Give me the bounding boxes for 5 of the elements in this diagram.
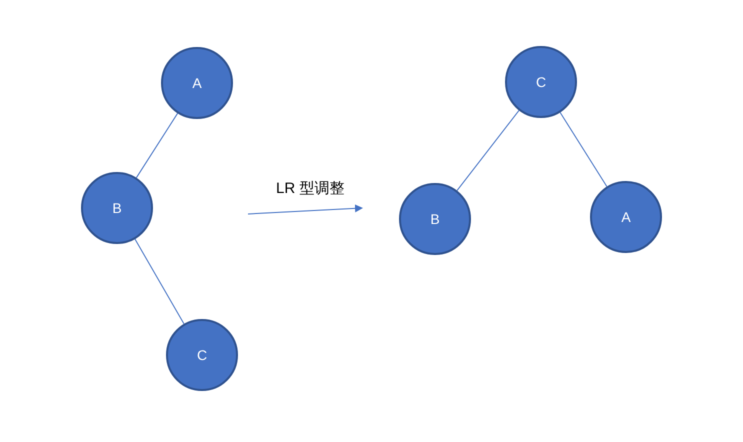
connector-line: [456, 110, 520, 192]
rotation-label: LR 型调整: [276, 179, 344, 199]
connector-line: [134, 238, 184, 324]
connector-line: [136, 112, 178, 178]
connector-line: [560, 112, 608, 188]
